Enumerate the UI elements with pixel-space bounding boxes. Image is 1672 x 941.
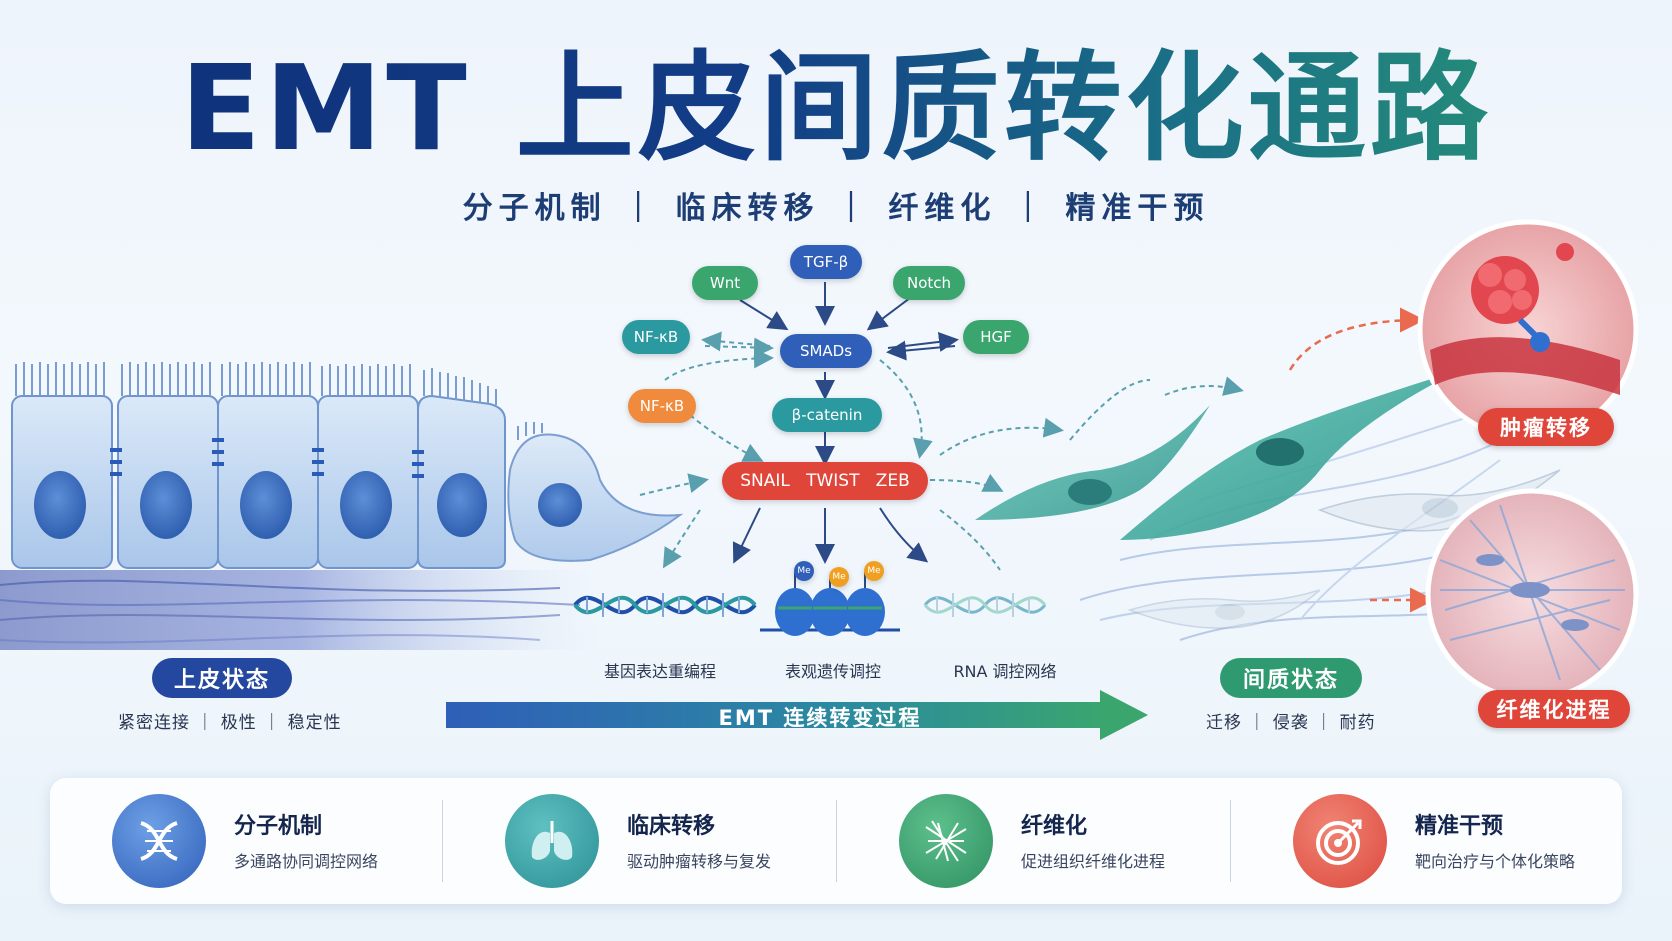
feature-card-title: 临床转移 — [627, 814, 716, 839]
outcome-metastasis: 肿瘤转移 — [1478, 408, 1614, 446]
emt-bar-label: EMT 连续转变过程 — [718, 706, 922, 730]
signal-smads: SMADs — [780, 334, 872, 368]
feature-card-desc: 多通路协同调控网络 — [234, 852, 379, 871]
mechanism-label: 基因表达重编程 — [603, 662, 716, 681]
dna-helix-icon — [573, 593, 757, 617]
signal-wnt: Wnt — [692, 266, 758, 300]
epithelial-state-title: 上皮状态 — [152, 658, 292, 698]
divider — [1230, 800, 1231, 882]
divider — [836, 800, 837, 882]
epithelial-cell — [317, 395, 419, 569]
rna-helix-icon — [923, 593, 1047, 617]
epithelial-cell — [217, 395, 319, 569]
feature-card-desc: 促进组织纤维化进程 — [1021, 852, 1166, 871]
epithelial-cells — [11, 362, 684, 569]
page-subtitle: 分子机制 ｜ 临床转移 ｜ 纤维化 ｜ 精准干预 — [462, 191, 1210, 226]
divider — [442, 800, 443, 882]
mesenchymal-state-desc: 迁移 ｜ 侵袭 ｜ 耐药 — [1206, 713, 1376, 733]
methyl-badge: Me — [829, 567, 849, 587]
transcription-factors: SNAIL TWIST ZEB — [722, 462, 928, 500]
signal-hgf: HGF — [963, 320, 1029, 354]
signal-nfkb-mid: NF-κB — [628, 389, 696, 423]
page-title: EMT 上皮间质转化通路 — [0, 38, 1672, 178]
feature-card: 纤维化 促进组织纤维化进程 — [837, 778, 1217, 904]
feature-card-desc: 驱动肿瘤转移与复发 — [627, 852, 772, 871]
feature-card: 临床转移 驱动肿瘤转移与复发 — [443, 778, 823, 904]
outcome-fibrosis: 纤维化进程 — [1478, 690, 1630, 728]
mesenchymal-state-title: 间质状态 — [1220, 658, 1362, 698]
metastasis-arrow — [1288, 307, 1425, 371]
mechanism-label: 表观遗传调控 — [784, 662, 881, 681]
feature-card: 分子机制 多通路协同调控网络 — [50, 778, 430, 904]
epithelial-state-desc: 紧密连接 ｜ 极性 ｜ 稳定性 — [118, 713, 342, 733]
lungs-icon — [505, 794, 599, 888]
epithelial-cell — [117, 395, 219, 569]
feature-card: 精准干预 靶向治疗与个体化策略 — [1231, 778, 1611, 904]
feature-panel: 分子机制 多通路协同调控网络 临床转移 驱动肿瘤转移与复发 纤维化 促进组织纤维… — [50, 778, 1622, 904]
emt-progress-arrow — [446, 690, 1148, 740]
signal-beta-catenin: β-catenin — [772, 398, 882, 432]
feature-card-desc: 靶向治疗与个体化策略 — [1415, 852, 1576, 871]
mesenchymal-cells — [975, 370, 1561, 629]
mesenchymal-cell — [1127, 589, 1321, 629]
mechanism-label: RNA 调控网络 — [953, 662, 1057, 681]
methyl-badge: Me — [794, 561, 814, 581]
basement-membrane — [0, 570, 600, 650]
epithelial-cell — [11, 395, 113, 569]
mesenchymal-cell — [975, 405, 1210, 520]
signal-arrows — [662, 282, 1244, 571]
tight-junctions — [110, 438, 424, 478]
fibers-icon — [899, 794, 993, 888]
dna-icon — [112, 794, 206, 888]
signal-nfkb-top: NF-κB — [622, 320, 690, 354]
fibrosis-illustration — [1425, 488, 1639, 702]
methyl-badge: Me — [864, 561, 884, 581]
epithelial-cell — [417, 394, 506, 569]
microvilli — [15, 362, 543, 440]
tumor-metastasis-illustration — [1417, 219, 1639, 441]
signal-notch: Notch — [893, 266, 965, 300]
mesenchymal-cell — [1120, 370, 1460, 540]
target-icon — [1293, 794, 1387, 888]
feature-card-title: 纤维化 — [1021, 814, 1088, 839]
feature-card-title: 分子机制 — [234, 814, 323, 839]
signal-tgfb: TGF-β — [790, 245, 862, 279]
nucleosome-icon — [760, 572, 900, 636]
mesenchymal-cell — [1317, 469, 1561, 532]
feature-card-title: 精准干预 — [1415, 814, 1504, 839]
transitioning-cell — [507, 433, 684, 562]
